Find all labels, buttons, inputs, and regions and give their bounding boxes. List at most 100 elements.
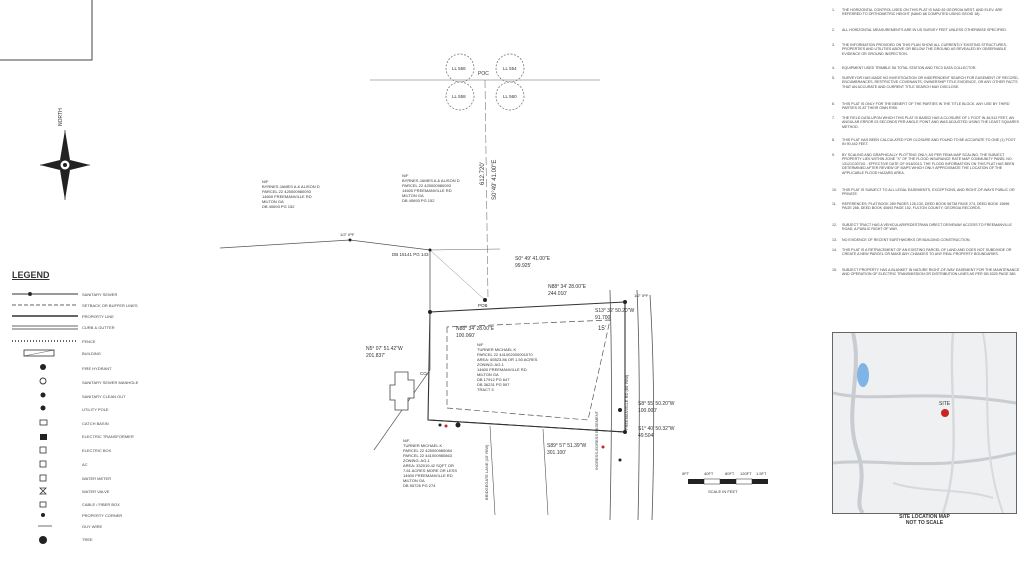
b2-distance: 244.010': [548, 291, 567, 297]
scale-tick-0: 0FT: [682, 471, 690, 476]
svg-text:14600 FREEMANVILLE RD: 14600 FREEMANVILLE RD: [403, 473, 453, 478]
north-arrow-icon: [40, 130, 90, 200]
legend-item: BUILDING: [82, 351, 101, 356]
svg-text:ZONING: AG-1: ZONING: AG-1: [477, 362, 505, 367]
south-owner-text: N/F TURNER MICHAEL K PARCEL 22 425000980…: [403, 438, 457, 488]
svg-text:DB 17912 PG 647: DB 17912 PG 647: [477, 377, 510, 382]
road-label: FREEMANVILLE RD (80' R/W): [624, 374, 629, 430]
road-edge: [649, 294, 655, 521]
svg-text:TRACT 3: TRACT 3: [477, 387, 494, 392]
title-block-corner: [0, 0, 93, 61]
easement-label: INGRESS-EGRESS EASEMENT: [594, 410, 599, 470]
south-property-line: [429, 419, 626, 433]
south-lot-line: [489, 425, 496, 516]
b3-distance: 100.060': [456, 333, 475, 339]
co-label: CO.: [420, 371, 428, 376]
lot-558-label: LL 558: [452, 94, 466, 99]
svg-text:PARCEL 22 425000980093: PARCEL 22 425000980093: [262, 189, 312, 194]
bridgegate-label: BRIDGEGATE LANE (15' R/W): [484, 444, 489, 500]
svg-text:14600 FREEMANVILLE RD: 14600 FREEMANVILLE RD: [402, 188, 452, 193]
svg-text:MILTON GA: MILTON GA: [402, 193, 424, 198]
subject-parcel-text: N/F TURNER MICHAEL K PARCEL 22 441002000…: [477, 342, 538, 392]
tie-line: [429, 249, 486, 301]
legend-item: CATCH BASIN: [82, 421, 109, 426]
svg-text:AREA: 332019.42 SQFT OR: AREA: 332019.42 SQFT OR: [403, 463, 454, 468]
svg-text:7.61 ACRES MORE OR LESS: 7.61 ACRES MORE OR LESS: [403, 468, 457, 473]
tie-line: [484, 79, 489, 301]
north-label: NORTH: [58, 108, 64, 126]
legend-item: ELECTRIC TRANSFORMER: [82, 434, 134, 439]
legend-item: CURB & GUTTER: [82, 325, 115, 330]
north-owner-text-a: N/F BYRNES JAMES A & ALISON D PARCEL 22 …: [262, 179, 320, 209]
b8-bearing: S89° 57' 51.39"W: [547, 443, 586, 449]
svg-text:PARCEL 22 425000980084: PARCEL 22 425000980084: [403, 448, 453, 453]
legend-item: ELECTRIC BOX: [82, 448, 112, 453]
svg-text:PARCEL 22 425000980093: PARCEL 22 425000980093: [402, 183, 452, 188]
svg-text:N/F: N/F: [477, 342, 484, 347]
svg-text:BYRNES JAMES A & ALISON D: BYRNES JAMES A & ALISON D: [402, 178, 460, 183]
north-owner-text-b: N/F BYRNES JAMES A & ALISON D PARCEL 22 …: [402, 173, 460, 203]
poc-label: POC: [478, 71, 489, 77]
property-corner-markers: [348, 238, 627, 462]
b2-bearing: N88° 34' 28.00"E: [548, 284, 587, 290]
tie-distance: 612.720': [480, 162, 486, 185]
location-map-title: SITE LOCATION MAP: [899, 514, 950, 520]
tie-bearing: S0°49' 41.00"E: [492, 160, 498, 200]
legend-item: PROPERTY CORNER: [82, 513, 123, 518]
existing-building: [389, 371, 415, 411]
legend-item: CABLE / FIBER BOX: [82, 502, 120, 507]
setback-label: 15': [598, 326, 606, 332]
svg-text:TURNER MICHAEL K: TURNER MICHAEL K: [477, 347, 517, 352]
survey-notes: 1.THE HORIZONTAL CONTROL USED ON THIS PL…: [832, 8, 1020, 277]
svg-text:ZONING: AG-1: ZONING: AG-1: [403, 458, 431, 463]
scale-tick-3: 120FT: [740, 471, 752, 476]
site-marker-icon: [941, 409, 949, 417]
svg-text:PARCEL 22 441000980863: PARCEL 22 441000980863: [403, 453, 453, 458]
lot-554-label: LL 554: [503, 66, 517, 71]
legend-item: FENCE: [82, 339, 96, 344]
legend-item: UTILITY POLE: [82, 407, 109, 412]
b7-bearing: S1° 40' 50.32"W: [638, 426, 675, 432]
svg-text:BYRNES JAMES A & ALISON D: BYRNES JAMES A & ALISON D: [262, 184, 320, 189]
svg-text:14600 FREEMANVILLE RD: 14600 FREEMANVILLE RD: [477, 367, 527, 372]
b6-distance: 100.000': [638, 408, 657, 414]
svg-text:N/F: N/F: [262, 179, 269, 184]
legend-item: AC: [82, 462, 88, 467]
scale-tick-4: 1.5FT: [756, 471, 767, 476]
legend-item: PROPERTY LINE: [82, 314, 114, 319]
svg-text:DB 36231 PG 597: DB 36231 PG 597: [477, 382, 510, 387]
north-property-line: [429, 301, 626, 313]
legend-item: WATER METER: [82, 476, 112, 481]
legend-item: TREE: [82, 537, 93, 542]
ipf-label-2: 1/2" IPF: [634, 293, 649, 298]
legend: LEGEND SANITARY SEWER SETBACK OR BUFFER …: [12, 270, 187, 550]
legend-item: SANITARY CLEAN OUT: [82, 394, 126, 399]
svg-text:MILTON GA: MILTON GA: [477, 372, 499, 377]
legend-item: FIRE HYDRANT: [82, 366, 112, 371]
svg-text:14600 FREEMANVILLE RD: 14600 FREEMANVILLE RD: [262, 194, 312, 199]
legend-item: SETBACK OR BUFFER LINES: [82, 303, 138, 308]
legend-item: SANITARY SEWER: [82, 292, 118, 297]
scale-tick-2: 80FT: [725, 471, 735, 476]
svg-text:DB 55726 PG 274: DB 55726 PG 274: [403, 483, 436, 488]
svg-text:DB 40693 PG 152: DB 40693 PG 152: [262, 204, 295, 209]
land-lot-markers: [445, 53, 525, 111]
legend-item: GUY WIRE: [82, 524, 103, 529]
road-edge: [609, 289, 612, 521]
svg-text:DB 40693 PG 152: DB 40693 PG 152: [402, 198, 435, 203]
lot-560-label: LL 560: [503, 94, 517, 99]
lot-556-label: LL 556: [452, 66, 466, 71]
setback-line: [446, 319, 611, 421]
b5-bearing: N5° 07' 51.42"W: [366, 346, 403, 352]
site-label: SITE: [939, 401, 951, 407]
svg-text:PARCEL 22 441002000001070: PARCEL 22 441002000001070: [477, 352, 533, 357]
svg-text:N/F: N/F: [403, 438, 410, 443]
south-lot-line: [542, 428, 549, 516]
boundary-line: [349, 239, 431, 251]
b3-bearing: N88° 34' 28.00"E: [456, 326, 495, 332]
legend-title: LEGEND: [12, 270, 50, 280]
b4-distance: 91.700': [595, 315, 611, 321]
road-edge: [636, 289, 640, 521]
legend-symbols: [12, 292, 78, 544]
